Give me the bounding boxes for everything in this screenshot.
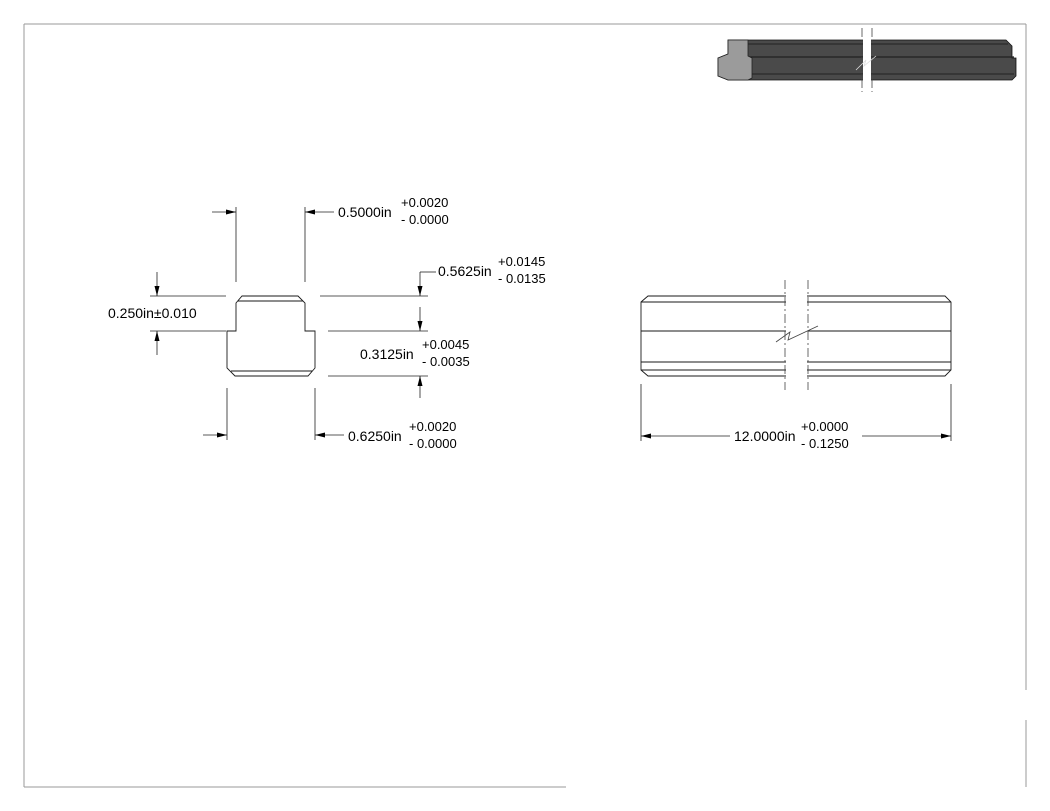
- arrow-height-top: [417, 286, 423, 296]
- iso-end-face: [717, 39, 753, 81]
- dim-top-width-lower-tol: - 0.0000: [401, 212, 449, 227]
- sheet-frame: [23, 23, 1027, 788]
- dim-base-height-upper-tol: +0.0045: [422, 337, 469, 352]
- dim-height-value: 0.5625in: [438, 263, 492, 279]
- dim-base-height-lower-tol: - 0.0035: [422, 354, 470, 369]
- iso-break-gap: [863, 34, 871, 86]
- dim-length-value: 12.0000in: [734, 428, 796, 444]
- side-break-gap: [786, 284, 807, 390]
- end-view: 0.5000in +0.0020 - 0.0000 0.5625in +0.01…: [108, 195, 546, 451]
- dim-head-height-value: 0.250in±0.010: [108, 305, 197, 321]
- arrow-base-width-left: [217, 432, 227, 438]
- side-view: 12.0000in +0.0000 - 0.1250: [640, 280, 952, 451]
- arrow-base-top: [417, 321, 423, 331]
- arrow-base-bottom: [417, 376, 423, 386]
- side-outline: [640, 295, 952, 377]
- dim-height-lower-tol: - 0.0135: [498, 271, 546, 286]
- dim-length-lower-tol: - 0.1250: [801, 436, 849, 451]
- dim-height-upper-tol: +0.0145: [498, 254, 545, 269]
- dim-base-width-lower-tol: - 0.0000: [409, 436, 457, 451]
- arrow-top-width-right: [305, 209, 315, 215]
- arrow-top-width-left: [226, 209, 236, 215]
- arrow-length-right: [941, 433, 951, 439]
- dim-top-width-upper-tol: +0.0020: [401, 195, 448, 210]
- dim-base-width-upper-tol: +0.0020: [409, 419, 456, 434]
- arrow-head-bottom: [154, 331, 160, 341]
- dim-top-width-value: 0.5000in: [338, 204, 392, 220]
- profile-outline: [226, 295, 316, 377]
- isometric-view: [717, 28, 1017, 92]
- dim-base-height-value: 0.3125in: [360, 346, 414, 362]
- arrow-head-top: [154, 286, 160, 296]
- arrow-length-left: [641, 433, 651, 439]
- arrow-base-width-right: [315, 432, 325, 438]
- dim-base-width-value: 0.6250in: [348, 428, 402, 444]
- dim-length-upper-tol: +0.0000: [801, 419, 848, 434]
- iso-break-mark: [855, 55, 877, 71]
- side-break-mark: [775, 325, 819, 343]
